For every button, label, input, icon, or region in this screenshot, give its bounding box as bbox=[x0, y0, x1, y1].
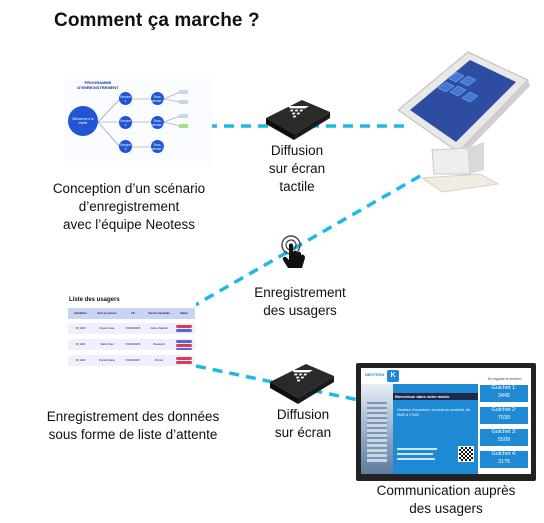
label-data-line-1: Enregistrement des données bbox=[46, 409, 220, 424]
label-data: Enregistrement des données sous forme de… bbox=[24, 408, 242, 444]
label-scenario-line-2: d’enregistrement bbox=[78, 199, 180, 214]
list-cell: XX 1000 bbox=[75, 327, 86, 330]
screen-header: NEOTESS K En regarde le numéro: bbox=[361, 368, 531, 384]
list-cell: Permis bbox=[154, 359, 164, 362]
label-data-line-2: sous forme de liste d’attente bbox=[48, 427, 218, 442]
building-photo bbox=[361, 384, 393, 474]
counter-label: Guichet 3: bbox=[491, 429, 517, 435]
scenario-heading-line-1: PROGRAMME bbox=[84, 80, 112, 85]
status-pill bbox=[176, 348, 192, 350]
counter-value: 3175 bbox=[497, 458, 511, 465]
hand-touch-icon bbox=[281, 235, 305, 268]
list-cell: Carte d’identité bbox=[150, 327, 168, 330]
touch-kiosk-icon bbox=[397, 51, 530, 193]
screen-ticket-info bbox=[397, 444, 447, 464]
list-header-cell: Tél bbox=[131, 312, 135, 315]
label-register: Enregistrement des usagers bbox=[232, 284, 368, 320]
screen-main-panel: Bienvenue dans votre mairie Horaires d’o… bbox=[361, 384, 478, 474]
list-header-row: Identifiant Nom et prénom Tél Service de… bbox=[68, 308, 195, 319]
scenario-service-node: Service 2 bbox=[119, 116, 132, 129]
label-comm-line-1: Communication auprès bbox=[376, 483, 516, 498]
label-touch: Diffusion sur écran tactile bbox=[248, 142, 346, 196]
scenario-arrows bbox=[97, 90, 188, 148]
scenario-heading: PROGRAMME D’ENREGISTREMENT bbox=[74, 80, 122, 90]
counter-badge: Guichet 4: 3175 bbox=[480, 451, 528, 468]
counter-label: Guichet 1: bbox=[491, 385, 517, 391]
ticket-line bbox=[397, 453, 433, 455]
label-scenario-line-3: avec l’équipe Neotess bbox=[62, 217, 196, 232]
ticket-line bbox=[397, 458, 435, 460]
counter-label: Guichet 4: bbox=[491, 451, 517, 457]
scenario-subservice-node: Sous-service 1 bbox=[151, 92, 164, 105]
status-pill bbox=[176, 344, 192, 347]
label-screen-line-2: sur écran bbox=[274, 425, 332, 440]
scenario-service-node: Service 1 bbox=[119, 92, 132, 105]
screen-brand: NEOTESS bbox=[365, 372, 385, 377]
counter-value: 5509 bbox=[497, 436, 511, 443]
label-touch-line-3: tactile bbox=[279, 179, 315, 194]
counter-value: 7539 bbox=[497, 414, 511, 421]
screen-banner: Bienvenue dans votre mairie bbox=[393, 393, 478, 400]
table-row: XX 1000 Dupont Jean 0102030405 Carte d’i… bbox=[68, 323, 195, 334]
list-cell: 0102030405 bbox=[125, 327, 141, 330]
label-screen: Diffusion sur écran bbox=[258, 406, 348, 442]
media-player-box-icon bbox=[270, 364, 334, 404]
table-row: XX 1002 Durand Marie 0102030407 Permis bbox=[68, 355, 195, 366]
screen-header-text: En regarde le numéro: bbox=[488, 377, 522, 381]
scenario-heading-line-2: D’ENREGISTREMENT bbox=[77, 85, 119, 90]
scenario-start-node: Bienvenue à la mairie bbox=[68, 106, 98, 136]
list-cell: 0102030406 bbox=[125, 343, 141, 346]
label-scenario: Conception d’un scénario d’enregistremen… bbox=[30, 180, 228, 234]
counter-label: Guichet 2: bbox=[491, 407, 517, 413]
building-facade bbox=[367, 402, 387, 462]
counter-badge: Guichet 1: 3445 bbox=[480, 385, 528, 402]
counter-badge: Guichet 2: 7539 bbox=[480, 407, 528, 424]
label-register-line-2: des usagers bbox=[263, 303, 337, 318]
scenario-subservice-node: Sous-service 3 bbox=[151, 140, 164, 153]
label-comm-line-2: des usagers bbox=[409, 501, 483, 516]
scenario-diagram: PROGRAMME D’ENREGISTREMENT Bienvenue à l… bbox=[64, 78, 212, 166]
waiting-list-table: Liste des usagers Identifiant Nom et pré… bbox=[68, 296, 196, 378]
qr-code-icon bbox=[458, 446, 474, 462]
counter-badge: Guichet 3: 5509 bbox=[480, 429, 528, 446]
brand-logo-icon: K bbox=[387, 370, 399, 382]
page-title: Comment ça marche ? bbox=[54, 10, 260, 31]
scenario-subservice-node: Sous-service 2 bbox=[151, 116, 164, 129]
list-cell: XX 1001 bbox=[75, 343, 86, 346]
list-cell: XX 1002 bbox=[75, 359, 86, 362]
list-cell: Dupont Jean bbox=[99, 327, 115, 330]
list-header-cell: Statut bbox=[180, 312, 188, 315]
status-pill bbox=[176, 325, 192, 328]
label-scenario-line-1: Conception d’un scénario bbox=[52, 181, 206, 196]
list-cell: Passeport bbox=[153, 343, 165, 346]
scenario-service-node: Service 3 bbox=[119, 140, 132, 153]
status-pill bbox=[176, 340, 192, 343]
display-screen: NEOTESS K En regarde le numéro: Bienvenu… bbox=[356, 363, 536, 481]
list-header-cell: Nom et prénom bbox=[97, 312, 117, 315]
status-pill bbox=[176, 357, 192, 360]
label-comm: Communication auprès des usagers bbox=[352, 482, 540, 518]
list-header-cell: Service demandé bbox=[148, 312, 170, 315]
label-touch-line-1: Diffusion bbox=[270, 143, 324, 158]
label-register-line-1: Enregistrement bbox=[254, 285, 346, 300]
display-screen-content: NEOTESS K En regarde le numéro: Bienvenu… bbox=[361, 368, 531, 474]
screen-info-text: Horaires d’ouverture: du lundi au vendre… bbox=[397, 408, 470, 417]
list-cell: Durand Marie bbox=[99, 359, 115, 362]
screen-banner-text: Bienvenue dans votre mairie bbox=[395, 394, 450, 399]
label-screen-line-1: Diffusion bbox=[276, 407, 330, 422]
counter-value: 3445 bbox=[497, 392, 511, 399]
list-cell: 0102030407 bbox=[125, 359, 141, 362]
ticket-line bbox=[397, 448, 437, 450]
list-header-cell: Identifiant bbox=[74, 312, 87, 315]
list-title: Liste des usagers bbox=[69, 297, 120, 303]
list-cell: Martin Paul bbox=[100, 343, 114, 346]
status-pill bbox=[176, 329, 192, 332]
status-pill bbox=[176, 361, 192, 364]
table-row: XX 1001 Martin Paul 0102030406 Passeport bbox=[68, 339, 195, 350]
media-player-box-icon bbox=[266, 100, 330, 140]
label-touch-line-2: sur écran bbox=[268, 161, 326, 176]
